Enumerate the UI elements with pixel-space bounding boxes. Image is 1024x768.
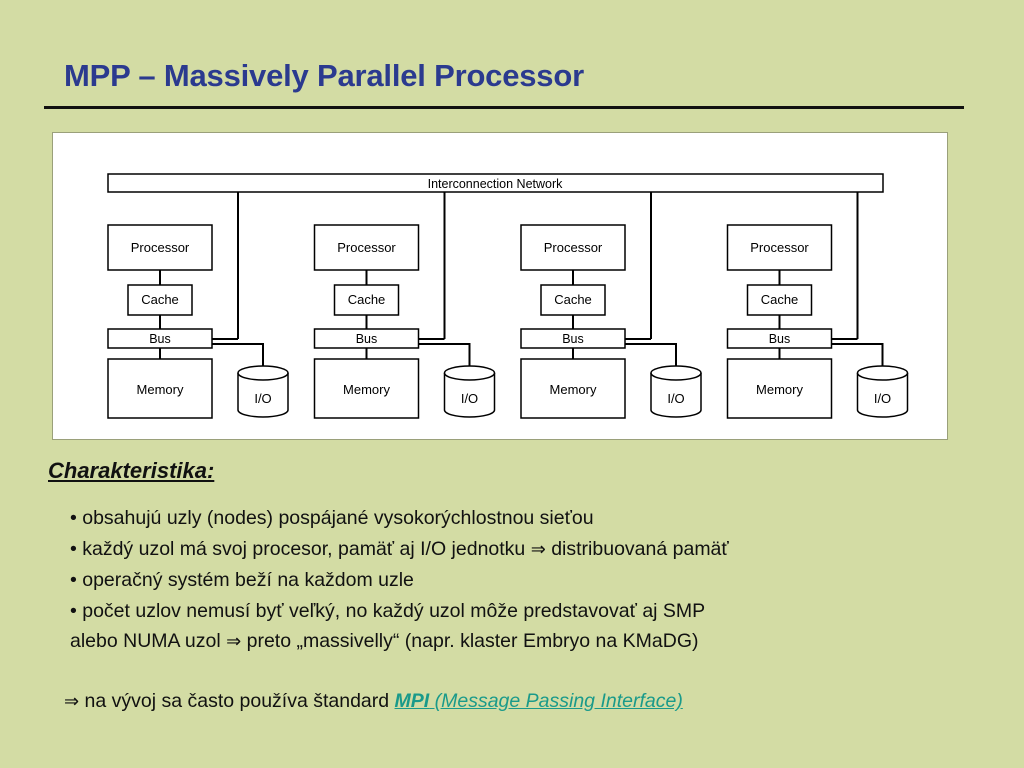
cache-box: Cache (127, 284, 193, 316)
characteristics-heading: Charakteristika: (48, 458, 215, 483)
cache-box: Cache (333, 284, 400, 316)
bus-box: Bus (520, 328, 626, 349)
interconnection-network: Interconnection Network (107, 173, 884, 193)
slide-title: MPP – Massively Parallel Processor (64, 58, 584, 93)
processor-box: Processor (520, 224, 626, 271)
bus-label: Bus (769, 332, 791, 346)
bus-label: Bus (356, 332, 378, 346)
bus-label: Bus (149, 332, 171, 346)
memory-box: Memory (520, 358, 626, 419)
processor-box: Processor (313, 224, 420, 271)
io-label: I/O (874, 391, 891, 406)
bus-label: Bus (562, 332, 584, 346)
processor-box: Processor (107, 224, 213, 271)
cache-box: Cache (540, 284, 606, 316)
cache-label: Cache (141, 292, 179, 307)
implies-arrow-icon: ⇒ (530, 538, 546, 560)
cache-label: Cache (761, 292, 799, 307)
implies-arrow-icon: ⇒ (64, 691, 80, 712)
memory-box: Memory (107, 358, 213, 419)
mpi-link[interactable]: MPI (Message Passing Interface) (394, 690, 683, 712)
bullet-item: • počet uzlov nemusí byť veľký, no každý… (70, 599, 706, 622)
cache-label: Cache (348, 292, 386, 307)
processor-label: Processor (337, 240, 396, 255)
io-disk-icon: I/O (650, 365, 702, 418)
memory-box: Memory (313, 358, 420, 419)
processor-label: Processor (750, 240, 809, 255)
bullet-item-continuation: alebo NUMA uzol ⇒ preto „massivelly“ (na… (70, 630, 699, 652)
io-disk-icon: I/O (443, 365, 496, 418)
io-label: I/O (461, 391, 478, 406)
bullet-item: • operačný systém beží na každom uzle (70, 569, 414, 591)
memory-label: Memory (137, 382, 184, 397)
memory-label: Memory (756, 382, 803, 397)
interconnection-network-label: Interconnection Network (428, 177, 564, 191)
processor-label: Processor (131, 240, 190, 255)
title-underline (44, 106, 964, 109)
diagram-canvas: Interconnection Network ProcessorCacheBu… (107, 173, 909, 419)
bus-box: Bus (726, 328, 833, 349)
processor-label: Processor (544, 240, 603, 255)
mpi-note: ⇒ na vývoj sa často používa štandard MPI… (64, 690, 683, 712)
memory-label: Memory (550, 382, 597, 397)
bullet-item: • každý uzol má svoj procesor, pamäť aj … (70, 537, 729, 560)
memory-box: Memory (726, 358, 833, 419)
cache-label: Cache (554, 292, 592, 307)
bullet-item: • obsahujú uzly (nodes) pospájané vysoko… (70, 507, 594, 529)
characteristics-list: • obsahujú uzly (nodes) pospájané vysoko… (70, 503, 970, 658)
bus-box: Bus (313, 328, 420, 349)
io-disk-icon: I/O (237, 365, 289, 418)
processor-box: Processor (726, 224, 833, 271)
io-disk-icon: I/O (856, 365, 909, 418)
bus-box: Bus (107, 328, 213, 349)
memory-label: Memory (343, 382, 390, 397)
implies-arrow-icon: ⇒ (226, 631, 242, 652)
io-label: I/O (667, 391, 684, 406)
io-label: I/O (254, 391, 271, 406)
cache-box: Cache (746, 284, 813, 316)
